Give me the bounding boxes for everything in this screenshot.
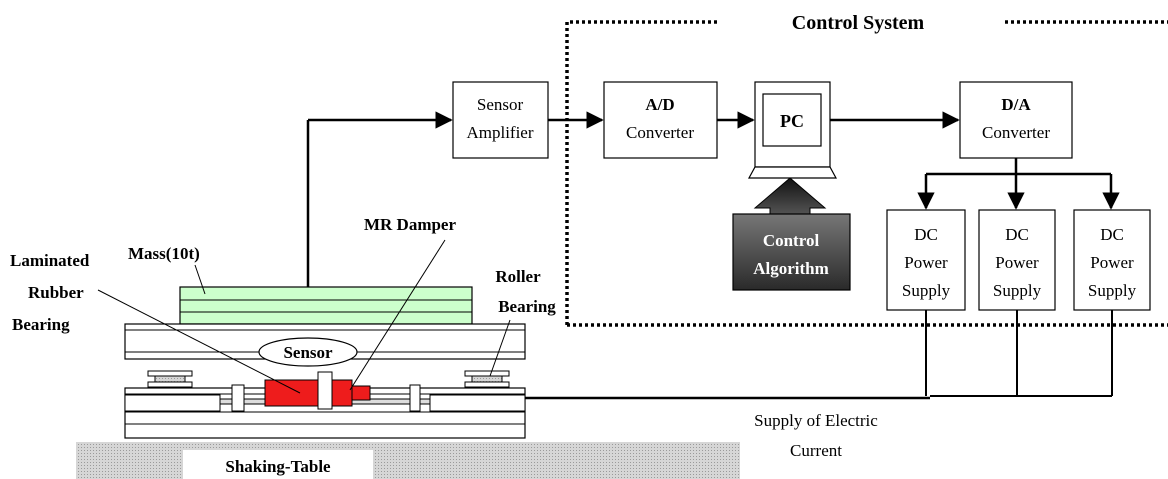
algorithm-up-arrow (753, 177, 827, 216)
ad-converter-block: A/D Converter (603, 81, 718, 159)
laminated-bearing-leader-line (97, 289, 301, 394)
dc-power-supply-1: DC Power Supply (886, 209, 966, 311)
pc-monitor: PC (747, 81, 838, 179)
laminated-bearing-label-1: Laminated (10, 251, 90, 270)
dc2-label-2: Power (995, 253, 1039, 272)
ad-converter-label-2: Converter (626, 123, 694, 142)
roller-bearing-leader-line (489, 319, 511, 377)
mass-label: Mass(10t) (128, 244, 200, 263)
dc2-label-3: Supply (993, 281, 1042, 300)
da-converter-label-2: Converter (982, 123, 1050, 142)
ad-converter-label-1: A/D (645, 95, 674, 114)
dc1-label-2: Power (904, 253, 948, 272)
dc-power-supply-2: DC Power Supply (978, 209, 1056, 311)
control-algorithm-label-2: Algorithm (753, 259, 829, 278)
mr-damper-assembly (219, 371, 431, 412)
mass-leader-line (194, 264, 206, 295)
sensor-label: Sensor (283, 343, 333, 362)
shaking-table-label: Shaking-Table (225, 457, 331, 476)
shaking-table (76, 442, 740, 479)
control-algorithm-block: Control Algorithm (732, 213, 851, 291)
da-to-power-supplies (917, 158, 1120, 210)
roller-bearing-label-2: Bearing (498, 297, 556, 316)
sensor-amplifier-label-1: Sensor (477, 95, 524, 114)
mass-block (179, 286, 473, 325)
laminated-bearing-label-2: Rubber (28, 283, 84, 302)
mr-damper-leader-line (349, 239, 446, 391)
sensor-amplifier-label-2: Amplifier (466, 123, 533, 142)
da-converter-label-1: D/A (1001, 95, 1031, 114)
sensor-amplifier-block: Sensor Amplifier (452, 81, 549, 159)
control-system-boundary (565, 20, 1168, 327)
dc1-label-1: DC (914, 225, 938, 244)
laminated-bearing-label-3: Bearing (12, 315, 70, 334)
control-system-title: Control System (792, 12, 925, 34)
sensor-ellipse (258, 337, 358, 367)
dc3-label-2: Power (1090, 253, 1134, 272)
electric-current-label-2: Current (790, 441, 842, 460)
control-algorithm-label-1: Control (763, 231, 820, 250)
roller-bearing-label-1: Roller (495, 267, 541, 286)
right-rubber-bearing (464, 370, 510, 388)
left-rubber-bearing (147, 370, 193, 388)
da-converter-block: D/A Converter (959, 81, 1073, 159)
dc3-label-1: DC (1100, 225, 1124, 244)
electric-current-label-1: Supply of Electric (754, 411, 878, 430)
dc-power-supply-3: DC Power Supply (1073, 209, 1151, 311)
dc3-label-3: Supply (1088, 281, 1137, 300)
pc-label: PC (780, 111, 804, 131)
mr-damper-label: MR Damper (364, 215, 457, 234)
dc1-label-3: Supply (902, 281, 951, 300)
dc2-label-1: DC (1005, 225, 1029, 244)
